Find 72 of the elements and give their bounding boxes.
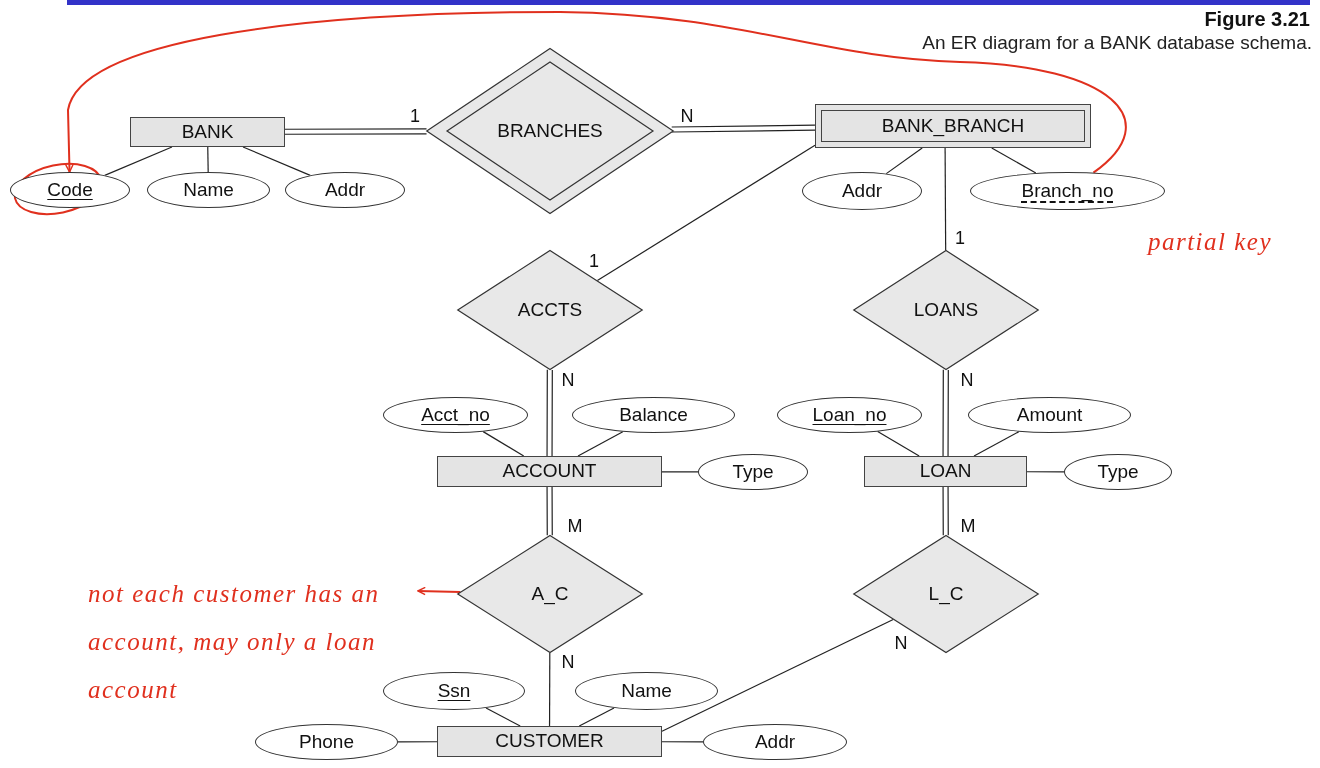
cardinality-label: 1 xyxy=(408,107,422,125)
connector-line xyxy=(578,707,615,727)
connector-line xyxy=(991,147,1037,174)
handwritten-note-text: partial key xyxy=(1147,227,1273,257)
attribute-name: Phone xyxy=(299,731,354,753)
cardinality-label: N xyxy=(559,371,577,389)
connector-line xyxy=(944,147,947,251)
entity-name: BANK xyxy=(181,121,234,143)
connector-line xyxy=(104,146,173,176)
entity-box xyxy=(437,456,662,487)
attribute-name: Branch_no xyxy=(1021,180,1114,202)
entity-box xyxy=(437,726,662,757)
connector-line xyxy=(548,652,551,727)
relationship-diamond xyxy=(457,535,643,653)
attribute-name: Name xyxy=(621,680,672,702)
attribute-ellipse xyxy=(575,672,718,710)
connector-line xyxy=(242,146,311,176)
attribute-name: Acct_no xyxy=(421,404,490,426)
connector-line xyxy=(596,144,816,282)
attribute-name: Code xyxy=(47,179,93,201)
attribute-name: Amount xyxy=(1016,404,1083,426)
entity-name: CUSTOMER xyxy=(495,731,604,752)
entity-box xyxy=(130,117,285,147)
attribute-name: Name xyxy=(183,179,234,201)
annotation-arrow xyxy=(65,11,1127,174)
relationship-name: A_C xyxy=(531,583,569,605)
cardinality-label: 1 xyxy=(953,229,967,247)
handwritten-note-text: not each customer has an account, may only a loan account xyxy=(88,579,381,705)
cardinality-label: 1 xyxy=(587,252,601,270)
identifying-relationship-diamond xyxy=(426,48,674,214)
connector-line xyxy=(661,741,704,743)
attribute-name: Addr xyxy=(324,179,366,201)
connector-line xyxy=(207,146,209,173)
attribute-name: Balance xyxy=(619,404,688,426)
cardinality-label: N xyxy=(678,107,696,125)
annotation-arrow xyxy=(417,586,462,596)
attribute-name: Type xyxy=(732,461,774,483)
connector-line xyxy=(1026,471,1065,473)
entity-name: BANK_BRANCH xyxy=(881,115,1025,137)
cardinality-label: N xyxy=(958,371,976,389)
relationship-name: BRANCHES xyxy=(497,120,603,142)
attribute-name: Type xyxy=(1097,461,1139,483)
double-line-connector xyxy=(942,486,949,536)
double-line-connector xyxy=(546,369,553,457)
attribute-name: Loan_no xyxy=(812,404,887,426)
attribute-name: Ssn xyxy=(437,680,471,702)
weak-entity-box xyxy=(815,104,1091,148)
relationship-diamond xyxy=(853,535,1039,653)
entity-box xyxy=(864,456,1027,487)
connector-line xyxy=(661,618,894,732)
connector-line xyxy=(397,741,438,743)
cardinality-label: N xyxy=(892,634,910,652)
connector-line xyxy=(661,471,699,473)
figure-title: Figure 3.21 xyxy=(1204,8,1310,31)
double-line-connector xyxy=(284,128,428,135)
entity-name: ACCOUNT xyxy=(502,461,597,482)
double-line-connector xyxy=(671,124,816,133)
attribute-name: Addr xyxy=(841,180,883,202)
relationship-diamond xyxy=(457,250,643,370)
entity-name: LOAN xyxy=(919,461,972,482)
cardinality-label: M xyxy=(958,517,978,535)
connector-line xyxy=(485,707,521,727)
cardinality-label: N xyxy=(559,653,577,671)
relationship-name: ACCTS xyxy=(517,299,583,321)
double-line-connector xyxy=(546,486,553,536)
cardinality-label: M xyxy=(565,517,585,535)
double-line-connector xyxy=(942,369,949,457)
relationship-name: LOANS xyxy=(913,299,979,321)
relationship-name: L_C xyxy=(928,583,964,605)
attribute-name: Addr xyxy=(754,731,796,753)
figure-caption: An ER diagram for a BANK database schema. xyxy=(922,32,1312,54)
relationship-diamond xyxy=(853,250,1039,370)
